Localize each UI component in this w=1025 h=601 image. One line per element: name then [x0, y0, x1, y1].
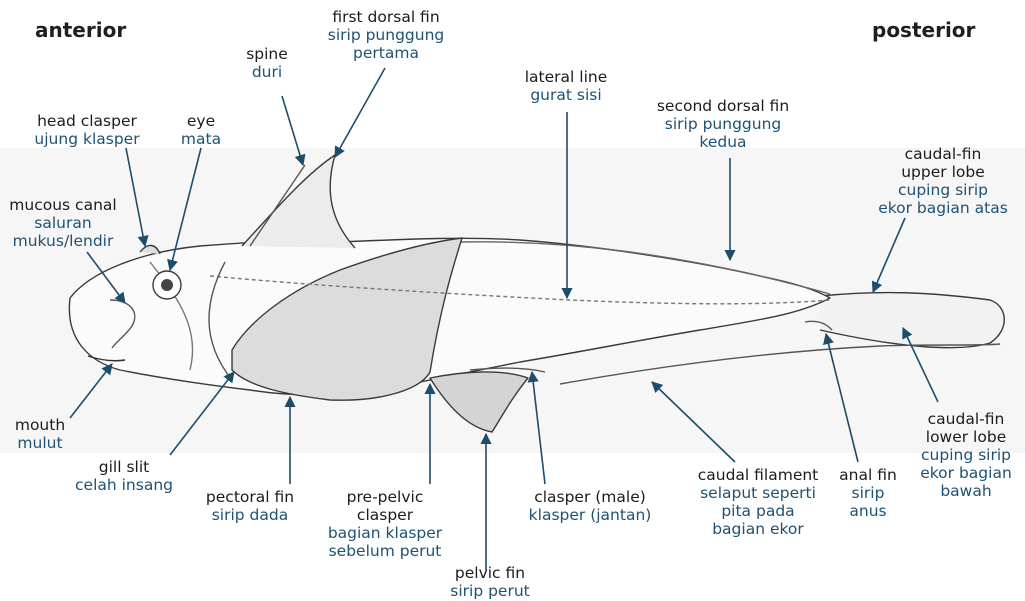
- label-clasper-male: clasper (male) klasper (jantan): [529, 488, 652, 524]
- label-lateral-line: lateral line gurat sisi: [525, 68, 608, 104]
- label-first-dorsal-fin: first dorsal fin sirip punggung pertama: [328, 8, 444, 62]
- label-eye: eye mata: [181, 112, 221, 148]
- label-caudal-lower-lobe: caudal-fin lower lobe cuping sirip ekor …: [920, 410, 1012, 500]
- label-pelvic-fin: pelvic fin sirip perut: [450, 564, 529, 600]
- pelvic-fin-shape: [430, 372, 528, 432]
- caudal-fin-outline: [820, 293, 1004, 348]
- anterior-label: anterior: [35, 18, 126, 42]
- head-clasper-shape: [140, 245, 160, 254]
- caudal-filament-shape: [560, 344, 1000, 384]
- label-second-dorsal-fin: second dorsal fin sirip punggung kedua: [657, 97, 789, 151]
- label-head-clasper: head clasper ujung klasper: [34, 112, 139, 148]
- label-pectoral-fin: pectoral fin sirip dada: [206, 488, 294, 524]
- label-gill-slit: gill slit celah insang: [75, 458, 173, 494]
- label-caudal-upper-lobe: caudal-fin upper lobe cuping sirip ekor …: [878, 145, 1008, 217]
- posterior-label: posterior: [872, 18, 975, 42]
- label-anal-fin: anal fin sirip anus: [839, 466, 897, 520]
- label-spine: spine duri: [246, 45, 288, 81]
- label-mouth: mouth mulut: [15, 416, 65, 452]
- label-pre-pelvic-clasper: pre-pelvic clasper bagian klasper sebelu…: [328, 488, 442, 560]
- label-mucous-canal: mucous canal saluran mukus/lendir: [9, 196, 116, 250]
- label-caudal-filament: caudal filament selaput seperti pita pad…: [698, 466, 819, 538]
